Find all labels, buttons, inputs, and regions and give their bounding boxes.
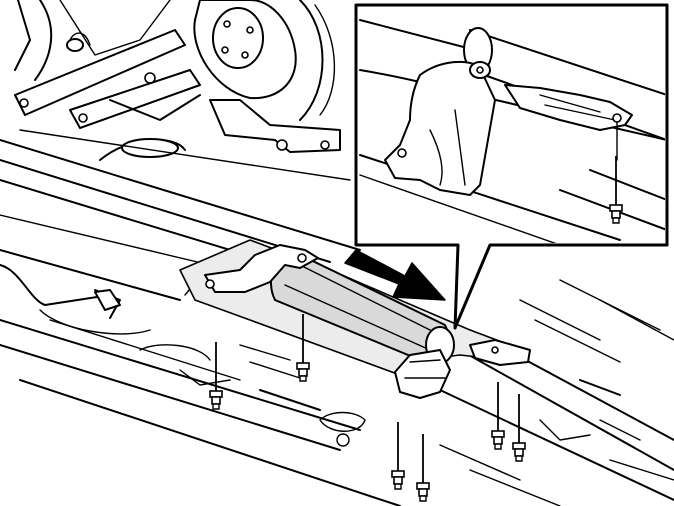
subframe-bracket [99, 99, 341, 161]
bolt-icon [512, 393, 526, 462]
bolt-icon [391, 421, 405, 490]
direction-arrow-icon [344, 249, 446, 301]
detail-view [359, 19, 665, 243]
bolt-icon [209, 341, 223, 410]
bolt-icon [416, 433, 430, 502]
heat-shield [179, 239, 531, 399]
brake-disc [193, 0, 336, 121]
suspension-assembly [14, 0, 201, 129]
detail-callout [354, 3, 669, 330]
